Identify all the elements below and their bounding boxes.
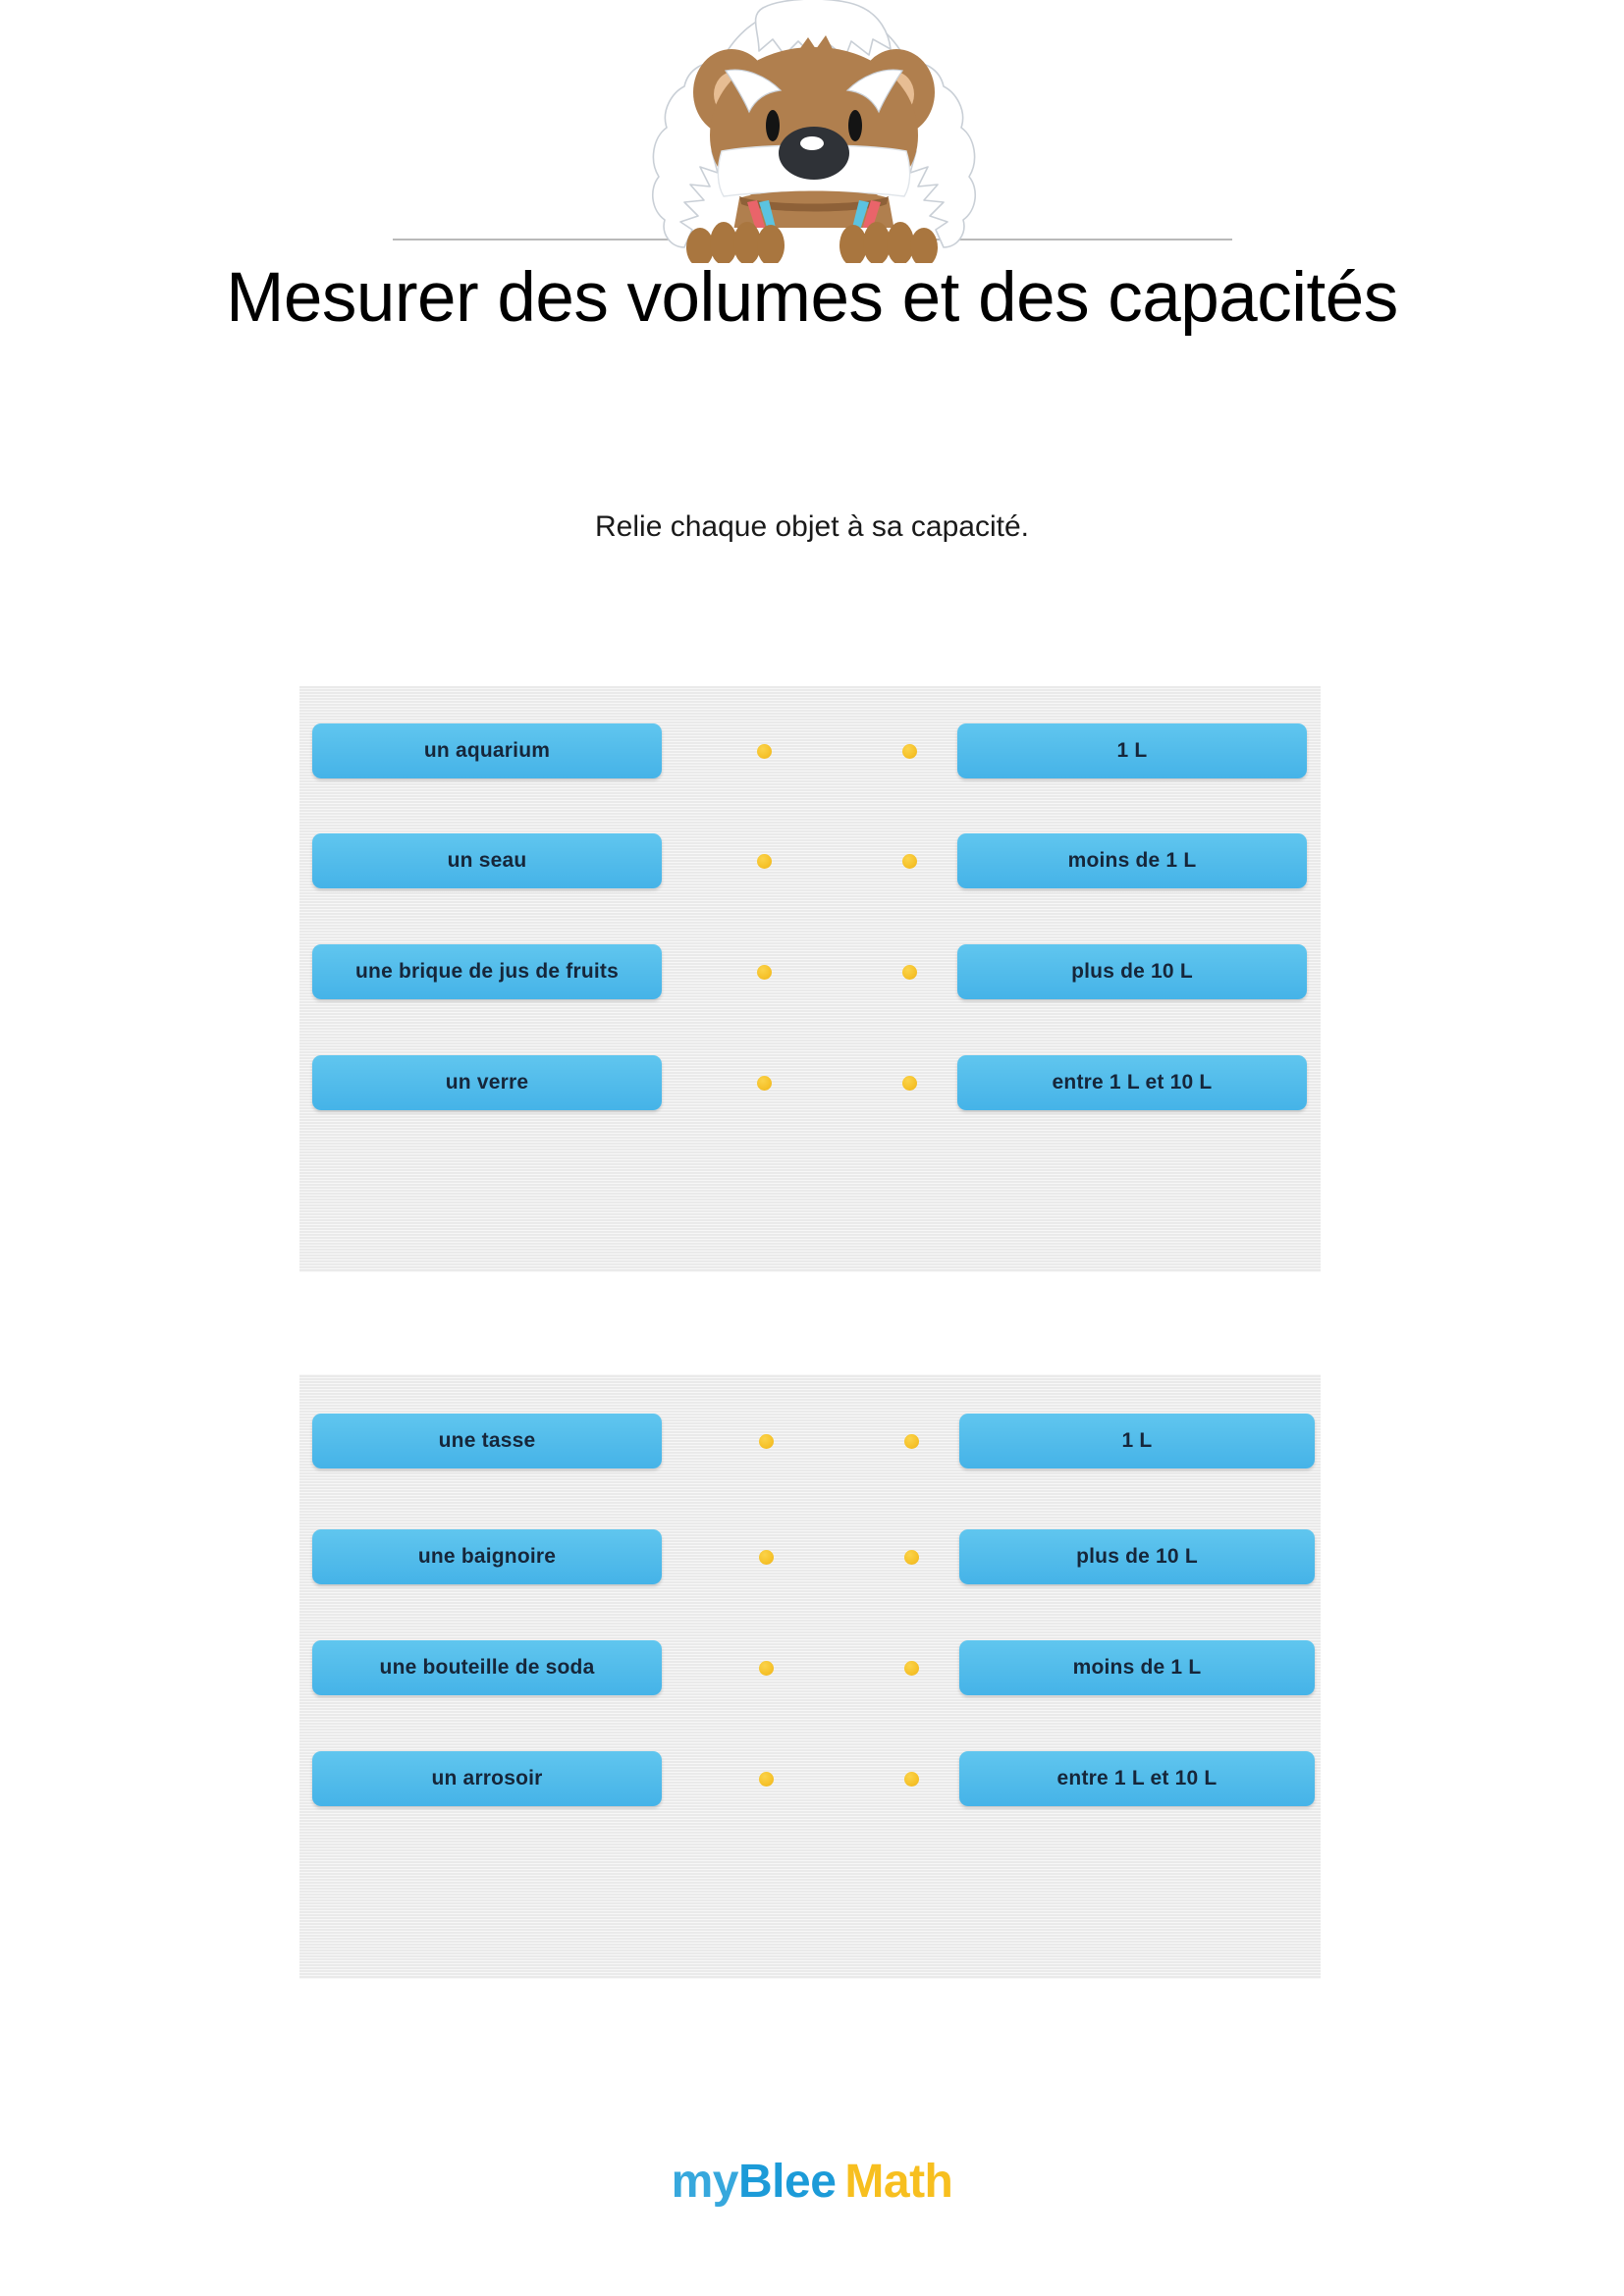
- object-button[interactable]: une baignoire: [312, 1529, 662, 1584]
- capacity-button[interactable]: plus de 10 L: [959, 1529, 1315, 1584]
- bear-mascot-icon: [616, 0, 1008, 279]
- capacity-button[interactable]: entre 1 L et 10 L: [957, 1055, 1307, 1110]
- connector-dot-right[interactable]: [902, 854, 917, 869]
- connector-dot-right[interactable]: [904, 1434, 919, 1449]
- logo-text-my: my: [671, 2156, 739, 2208]
- connector-dot-right[interactable]: [902, 744, 917, 759]
- capacity-button[interactable]: 1 L: [959, 1414, 1315, 1468]
- match-row: un arrosoir entre 1 L et 10 L: [299, 1751, 1321, 1806]
- match-row: une bouteille de soda moins de 1 L: [299, 1640, 1321, 1695]
- connector-dot-left[interactable]: [757, 854, 772, 869]
- connector-dot-left[interactable]: [759, 1434, 774, 1449]
- page-subtitle: Relie chaque objet à sa capacité.: [595, 510, 1029, 543]
- connector-dot-right[interactable]: [902, 965, 917, 980]
- capacity-button[interactable]: entre 1 L et 10 L: [959, 1751, 1315, 1806]
- connector-dot-left[interactable]: [759, 1772, 774, 1787]
- connector-dot-right[interactable]: [904, 1550, 919, 1565]
- connector-dot-right[interactable]: [904, 1661, 919, 1676]
- object-button[interactable]: une bouteille de soda: [312, 1640, 662, 1695]
- object-button[interactable]: un aquarium: [312, 723, 662, 778]
- object-button[interactable]: une tasse: [312, 1414, 662, 1468]
- capacity-button[interactable]: moins de 1 L: [957, 833, 1307, 888]
- connector-dot-left[interactable]: [759, 1550, 774, 1565]
- match-row: un seau moins de 1 L: [299, 833, 1321, 888]
- exercise-panel-1: un aquarium 1 L un seau moins de 1 L une…: [299, 686, 1321, 1272]
- capacity-button[interactable]: moins de 1 L: [959, 1640, 1315, 1695]
- connector-dot-left[interactable]: [757, 965, 772, 980]
- connector-dot-right[interactable]: [904, 1772, 919, 1787]
- capacity-button[interactable]: plus de 10 L: [957, 944, 1307, 999]
- exercise-panel-2: une tasse 1 L une baignoire plus de 10 L…: [299, 1374, 1321, 1979]
- object-button[interactable]: un seau: [312, 833, 662, 888]
- match-row: un verre entre 1 L et 10 L: [299, 1055, 1321, 1110]
- connector-dot-right[interactable]: [902, 1076, 917, 1091]
- object-button[interactable]: une brique de jus de fruits: [312, 944, 662, 999]
- page-title: Mesurer des volumes et des capacités: [226, 259, 1398, 337]
- object-button[interactable]: un verre: [312, 1055, 662, 1110]
- match-row: une brique de jus de fruits plus de 10 L: [299, 944, 1321, 999]
- page-header: [0, 0, 1624, 285]
- connector-dot-left[interactable]: [757, 1076, 772, 1091]
- logo-text-math: Math: [844, 2156, 953, 2208]
- connector-dot-left[interactable]: [759, 1661, 774, 1676]
- capacity-button[interactable]: 1 L: [957, 723, 1307, 778]
- match-row: une tasse 1 L: [299, 1414, 1321, 1468]
- match-row: un aquarium 1 L: [299, 723, 1321, 778]
- connector-dot-left[interactable]: [757, 744, 772, 759]
- object-button[interactable]: un arrosoir: [312, 1751, 662, 1806]
- match-row: une baignoire plus de 10 L: [299, 1529, 1321, 1584]
- logo-text-blee: Blee: [738, 2156, 837, 2208]
